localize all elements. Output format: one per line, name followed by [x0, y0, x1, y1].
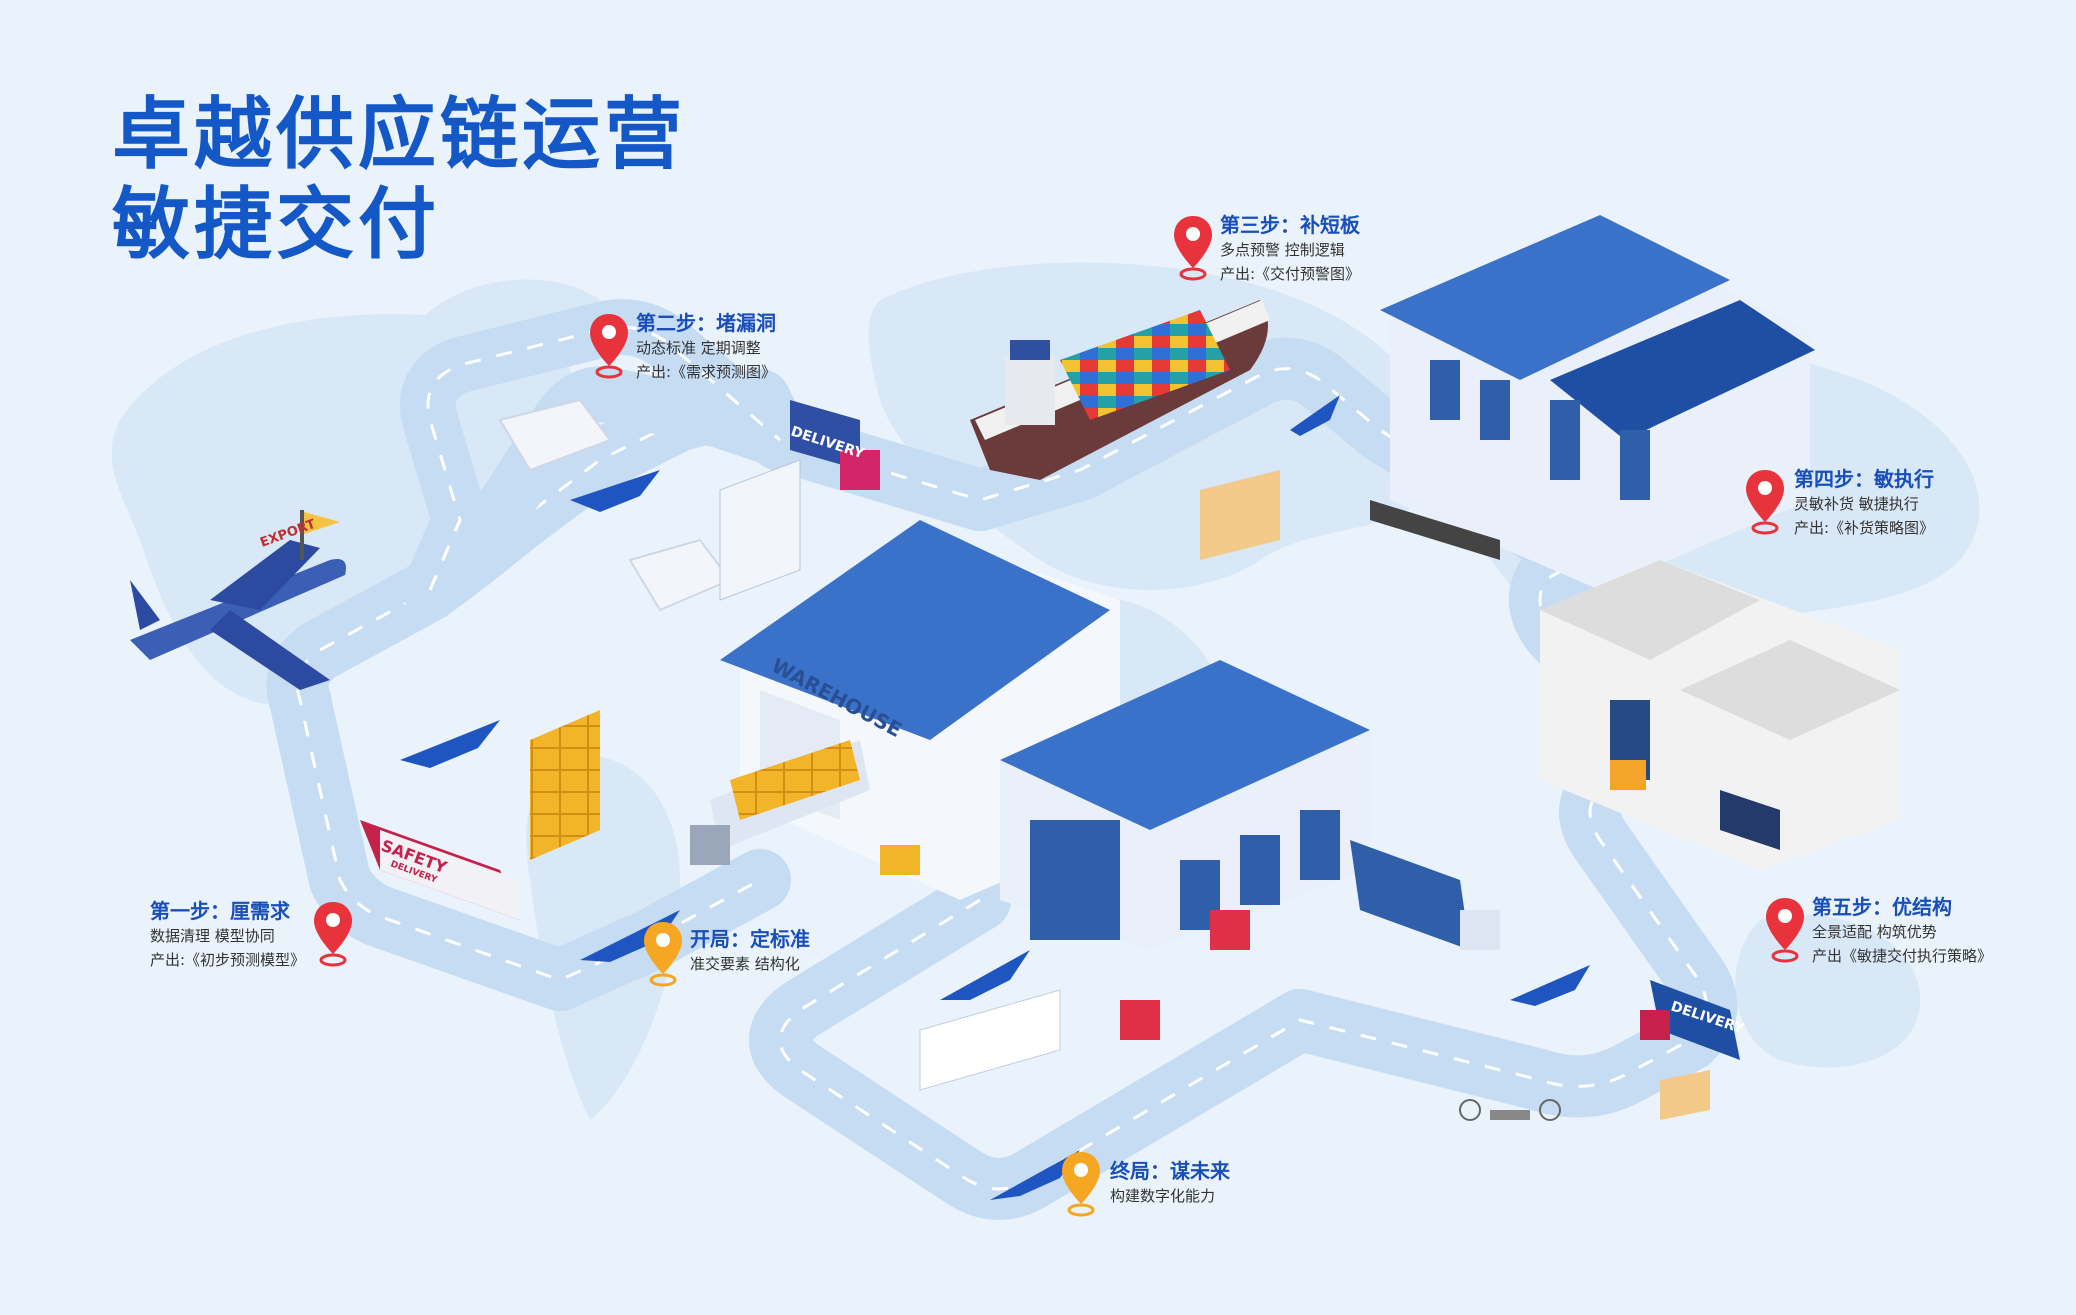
- step-line-1: 准交要素 结构化: [690, 955, 800, 973]
- location-pin-icon: [644, 922, 682, 987]
- drone: [1459, 1099, 1561, 1121]
- page-title-line2: 敏捷交付: [112, 180, 441, 270]
- step-title: 第三步：补短板: [1220, 213, 1360, 237]
- road-branch-line: [426, 325, 781, 591]
- cargo-ship: [970, 300, 1270, 480]
- main-warehouse: [720, 520, 1370, 950]
- step-title: 终局：谋未来: [1110, 1159, 1230, 1183]
- gray-building: [1540, 560, 1900, 870]
- location-pin-icon: [1746, 470, 1784, 535]
- step-line-1: 动态标准 定期调整: [636, 339, 761, 357]
- location-pin-icon: [314, 902, 352, 967]
- step-title: 第五步：优结构: [1812, 895, 1952, 919]
- step-title: 第四步：敏执行: [1794, 467, 1934, 491]
- shelves-and-boxes: [530, 459, 1710, 1120]
- page-title-line1: 卓越供应链运营: [112, 90, 687, 180]
- direction-arrows: [400, 395, 1590, 1200]
- step-line-2: 产出:《补货策略图》: [1794, 519, 1935, 537]
- location-pin-icon: [1062, 1152, 1100, 1217]
- step-title: 第二步：堵漏洞: [636, 311, 776, 335]
- right-warehouse: [1380, 215, 1815, 590]
- location-pin-icon: [1174, 216, 1212, 281]
- forklifts: [880, 760, 1646, 1040]
- location-pin-icon: [1766, 898, 1804, 963]
- step-line-2: 产出:《初步预测模型》: [150, 951, 306, 969]
- step-line-1: 构建数字化能力: [1110, 1187, 1216, 1205]
- step-line-1: 全景适配 构筑优势: [1812, 923, 1937, 941]
- trucks: [360, 400, 1780, 1060]
- airplane: [130, 510, 346, 690]
- step-title: 第一步：厘需求: [150, 899, 290, 923]
- step-line-1: 多点预警 控制逻辑: [1220, 241, 1345, 259]
- location-pin-icon: [590, 314, 628, 379]
- step-line-2: 产出:《交付预警图》: [1220, 265, 1361, 283]
- step-line-1: 灵敏补货 敏捷执行: [1794, 495, 1919, 513]
- step-title: 开局：定标准: [690, 927, 810, 951]
- step-line-2: 产出《敏捷交付执行策略》: [1812, 947, 1993, 965]
- step-line-2: 产出:《需求预测图》: [636, 363, 777, 381]
- step-line-1: 数据清理 模型协同: [150, 927, 275, 945]
